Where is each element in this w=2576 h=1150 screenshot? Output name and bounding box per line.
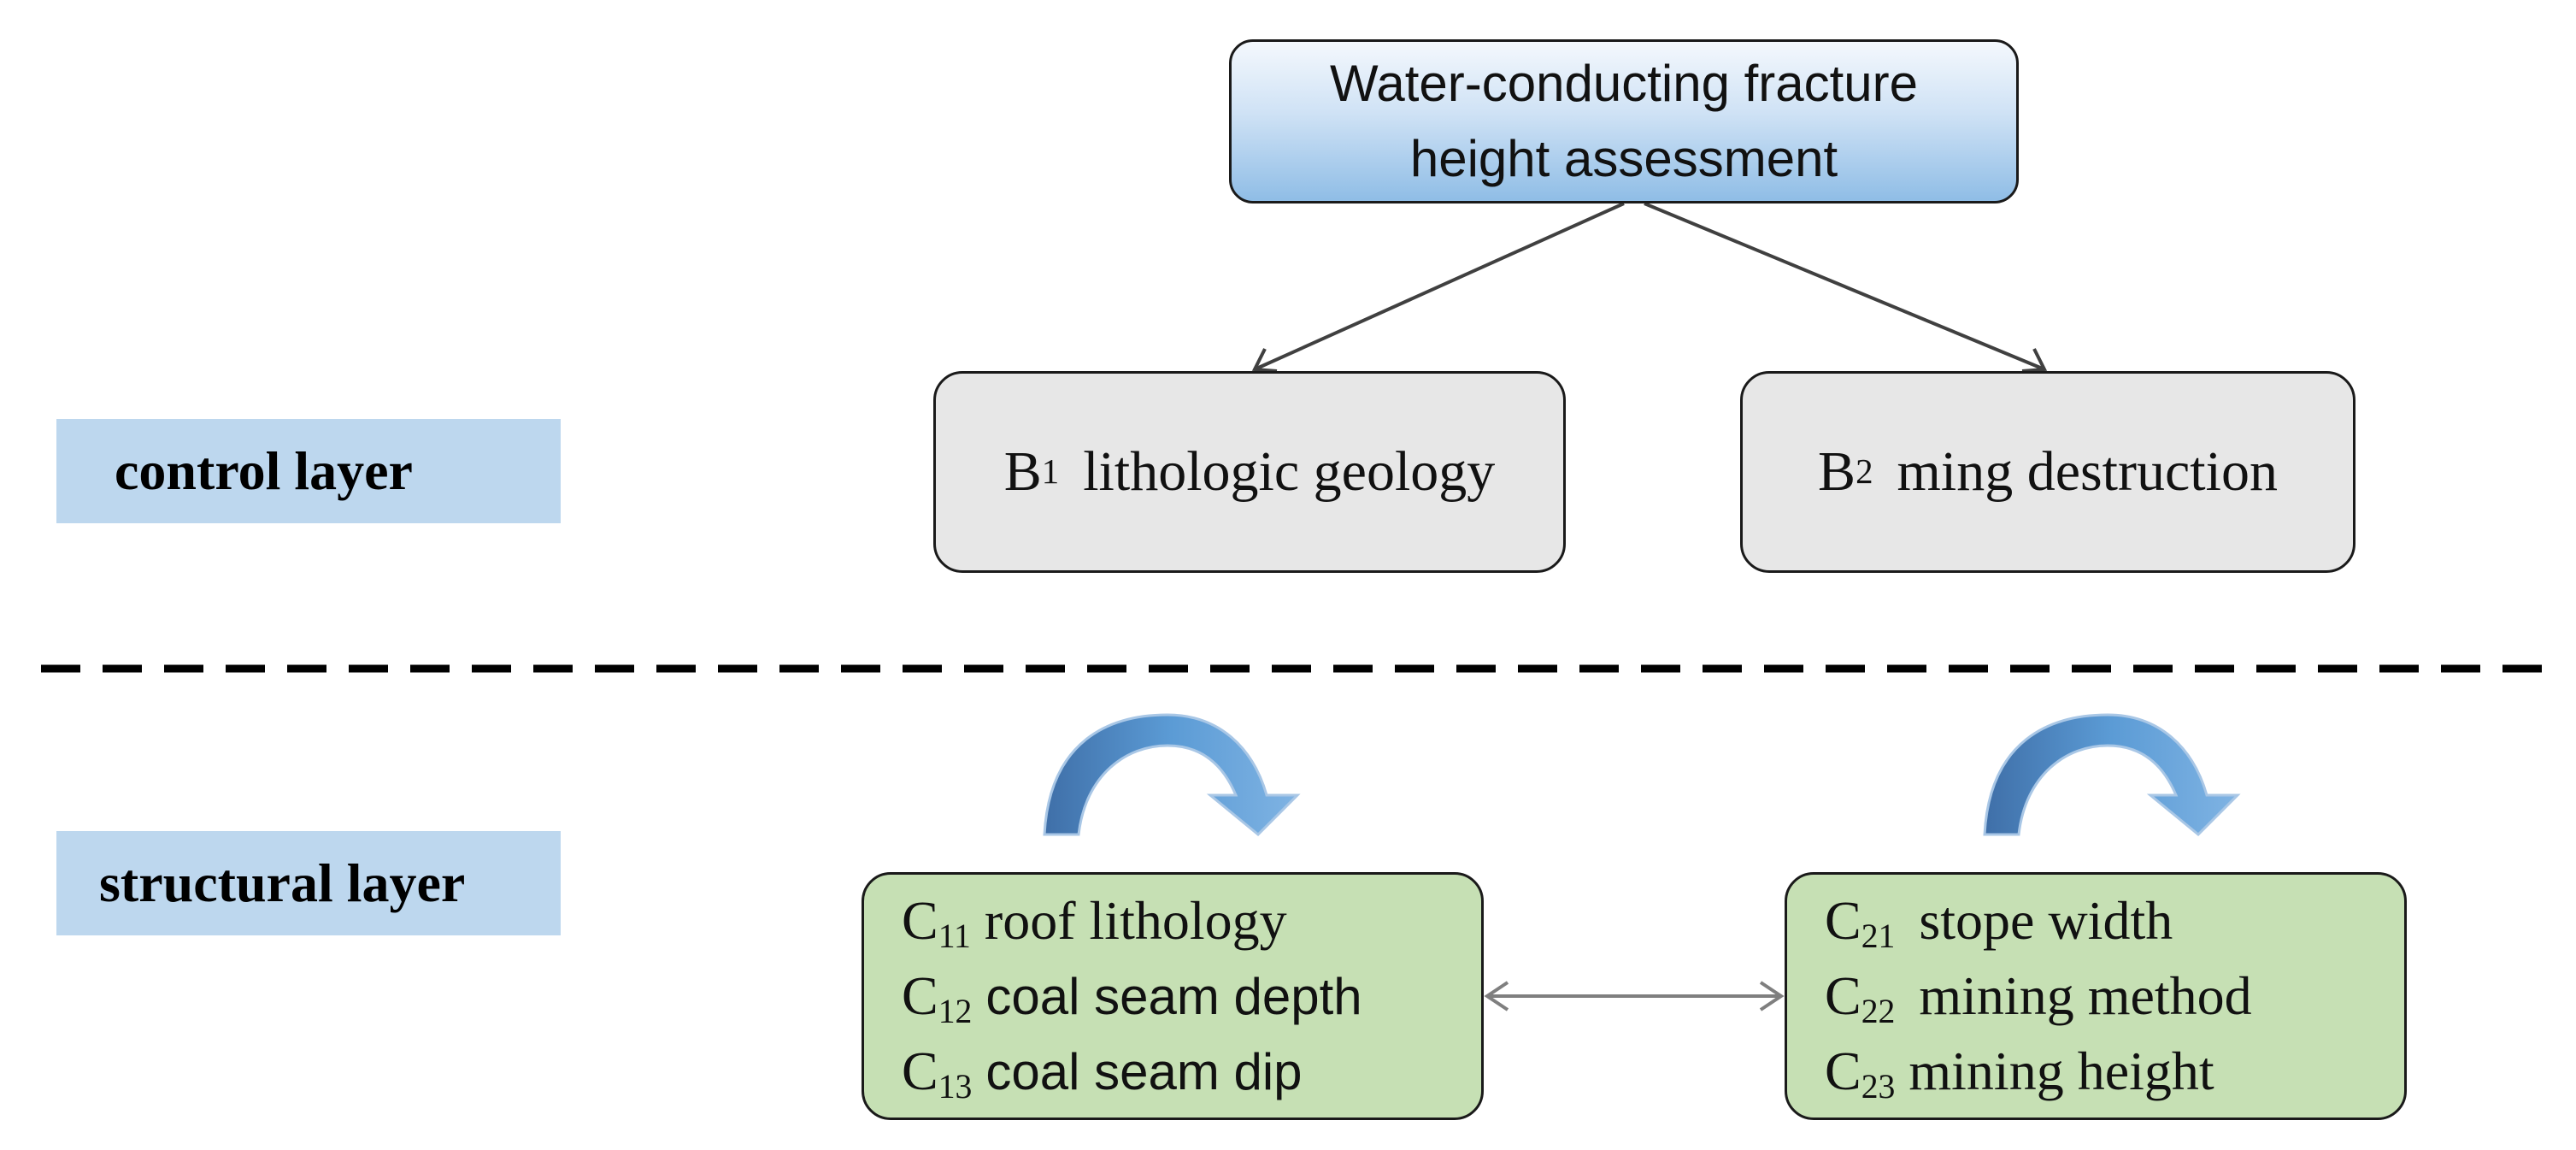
c11-code: C bbox=[902, 890, 938, 951]
c12-sub: 12 bbox=[938, 992, 973, 1030]
c12-code: C bbox=[902, 965, 938, 1026]
c21-label: stope width bbox=[1919, 890, 2173, 951]
c21-code: C bbox=[1825, 890, 1861, 951]
c12-label: coal seam depth bbox=[985, 968, 1362, 1025]
node-b1-label: lithologic geology bbox=[1083, 440, 1496, 503]
c21-sub: 21 bbox=[1861, 917, 1896, 955]
structural-layer-text: structural layer bbox=[99, 852, 466, 913]
c23-sub: 23 bbox=[1861, 1067, 1896, 1106]
root-title-line2: height assessment bbox=[1409, 130, 1838, 187]
arrow-root-to-b1 bbox=[1251, 202, 1625, 373]
root-node: Water-conducting fracture height assessm… bbox=[1229, 39, 2019, 203]
node-b1-code: B bbox=[1003, 440, 1042, 503]
root-title-line1: Water-conducting fracture bbox=[1329, 55, 1919, 112]
double-arrow-c-groups bbox=[1484, 981, 1785, 1011]
c23-code: C bbox=[1825, 1041, 1861, 1101]
c22-code: C bbox=[1825, 965, 1861, 1026]
c23-label: mining height bbox=[1908, 1041, 2214, 1101]
curved-arrow-right bbox=[1983, 713, 2241, 837]
curved-arrow-left bbox=[1043, 713, 1301, 837]
c13-row: C13 coal seam dip bbox=[902, 1034, 1481, 1109]
c22-row: C22 mining method bbox=[1825, 958, 2404, 1034]
c21-row: C21 stope width bbox=[1825, 883, 2404, 958]
arrow-root-to-b2 bbox=[1644, 202, 2048, 373]
c13-label: coal seam dip bbox=[985, 1043, 1303, 1100]
c13-sub: 13 bbox=[938, 1067, 973, 1106]
c22-label: mining method bbox=[1919, 965, 2252, 1026]
c11-label: roof lithology bbox=[984, 890, 1287, 951]
control-layer-text: control layer bbox=[115, 440, 413, 501]
node-b2-code: B bbox=[1818, 440, 1856, 503]
c12-row: C12 coal seam depth bbox=[902, 958, 1481, 1034]
c22-sub: 22 bbox=[1861, 992, 1896, 1030]
control-layer-label: control layer bbox=[56, 419, 561, 523]
node-b2-label: ming destruction bbox=[1897, 440, 2278, 503]
c13-code: C bbox=[902, 1041, 938, 1101]
c11-row: C11 roof lithology bbox=[902, 883, 1481, 958]
c23-row: C23 mining height bbox=[1825, 1034, 2404, 1109]
structural-layer-label: structural layer bbox=[56, 831, 561, 935]
c11-sub: 11 bbox=[938, 917, 971, 955]
